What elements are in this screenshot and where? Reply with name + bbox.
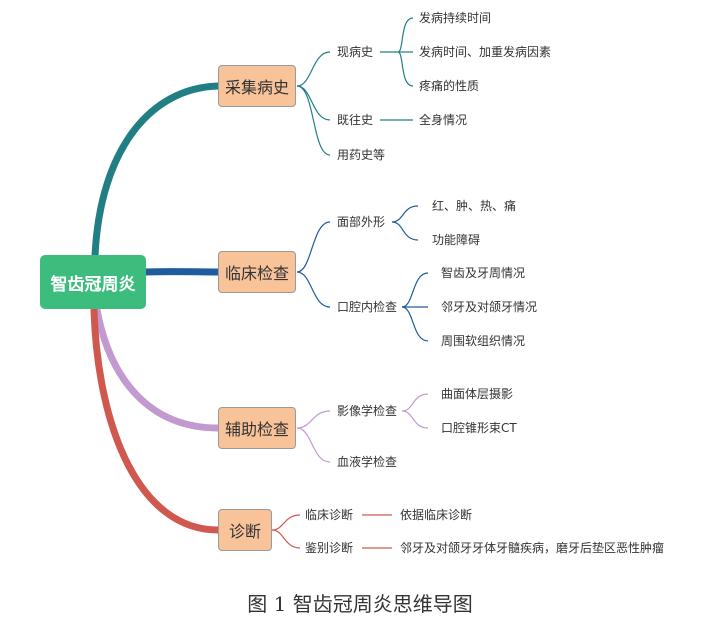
leaf-dysfunction: 功能障碍 [432,232,480,248]
branch-line-history [95,86,218,256]
leaf-inflammation-signs: 红、肿、热、痛 [432,198,516,214]
leaf-cbct: 口腔锥形束CT [441,420,517,436]
node-differential-diagnosis: 鉴别诊断 [305,540,353,556]
root-node: 智齿冠周炎 [40,255,146,309]
node-clinical-diagnosis: 临床诊断 [305,507,353,523]
leaf-duration: 发病持续时间 [419,10,491,26]
figure-caption: 图 1 智齿冠周炎思维导图 [0,588,720,617]
leaf-panoramic: 曲面体层摄影 [441,386,513,402]
leaf-onset-factors: 发病时间、加重发病因素 [419,44,551,60]
branch-line-diagnosis [94,310,218,530]
node-medication-history: 用药史等 [337,147,385,163]
category-clinical-exam: 临床检查 [218,251,296,293]
node-past-history: 既往史 [337,112,373,128]
category-auxiliary-exam: 辅助检查 [218,407,296,449]
node-present-history: 现病史 [337,44,373,60]
leaf-clinical-basis: 依据临床诊断 [400,507,472,523]
leaf-differential-list: 邻牙及对颌牙牙体牙髓疾病，磨牙后垫区恶性肿瘤 [400,540,664,556]
leaf-wisdom-tooth-periodontal: 智齿及牙周情况 [441,265,525,281]
leaf-general-condition: 全身情况 [419,112,467,128]
node-facial-appearance: 面部外形 [337,214,385,230]
node-blood-test: 血液学检查 [337,454,397,470]
category-history: 采集病史 [218,65,296,107]
history-subconnectors [297,18,413,155]
branch-line-auxiliary [97,310,218,428]
node-intraoral-exam: 口腔内检查 [337,299,397,315]
leaf-pain-nature: 疼痛的性质 [419,78,479,94]
node-imaging-exam: 影像学检查 [337,403,397,419]
leaf-soft-tissue: 周围软组织情况 [441,333,525,349]
leaf-adjacent-opposing-teeth: 邻牙及对颌牙情况 [441,299,537,315]
category-diagnosis: 诊断 [218,509,272,551]
